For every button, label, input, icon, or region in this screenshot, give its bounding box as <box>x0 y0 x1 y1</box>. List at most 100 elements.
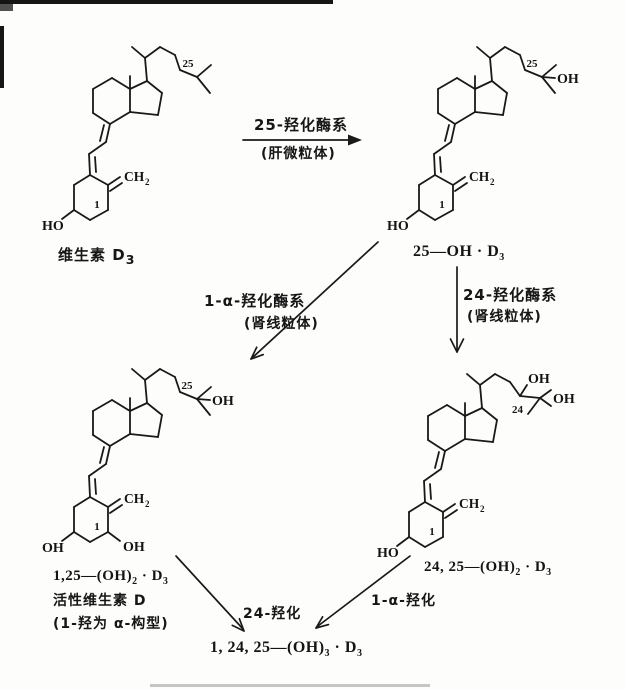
atom-label-chain_c25: 25 <box>527 58 539 70</box>
bond <box>423 468 442 482</box>
bond <box>456 77 476 90</box>
bond <box>408 501 426 513</box>
bond <box>541 64 557 78</box>
atom-label-methylene_sub: 2 <box>145 499 150 509</box>
atom-label-hydroxyl_left: OH <box>42 541 64 556</box>
bond <box>111 399 131 412</box>
label-step3-left: 24-羟化 <box>243 606 302 622</box>
bond <box>479 384 483 409</box>
bond <box>92 112 111 125</box>
bond <box>539 397 552 407</box>
bond <box>504 46 521 56</box>
bond <box>444 509 458 519</box>
label-step1-site: (肝微粒体) <box>261 146 336 162</box>
bond <box>146 402 163 416</box>
bond <box>92 77 113 90</box>
label-step2-right-site: (肾线粒体) <box>467 309 542 325</box>
bond <box>492 419 498 443</box>
bond <box>479 373 496 386</box>
bond <box>159 46 176 56</box>
bond <box>94 156 97 173</box>
atom-label-methylene: CH <box>124 491 145 506</box>
bond <box>146 80 163 94</box>
atom-label-methylene: CH <box>459 496 480 511</box>
caption-alpha-configuration: (1-羟为 α-构型) <box>53 616 169 632</box>
bond <box>491 80 508 94</box>
bond <box>88 153 91 176</box>
bond <box>144 379 148 404</box>
bond <box>444 438 466 452</box>
arrow-step3-right-converge <box>315 555 411 629</box>
bond <box>437 77 458 90</box>
bond <box>88 475 91 498</box>
bond <box>174 376 181 393</box>
bond <box>196 76 211 94</box>
label-step3-right: 1-α-羟化 <box>371 593 436 609</box>
bond <box>433 153 436 176</box>
bond <box>434 209 454 221</box>
bond <box>129 402 148 412</box>
bond <box>92 434 111 447</box>
caption-vitamin-d3: 维生素 D3 <box>58 246 136 267</box>
bond <box>159 368 176 378</box>
bond <box>92 399 113 412</box>
label-step2-left-site: (肾线粒体) <box>244 316 319 332</box>
bond <box>196 64 212 78</box>
scan-edge-left <box>0 26 4 88</box>
atom-label-ring_c1: 1 <box>94 199 100 211</box>
bond <box>466 373 481 386</box>
bond <box>474 111 504 116</box>
bond <box>129 111 159 116</box>
bond <box>88 141 107 155</box>
bond <box>105 123 111 143</box>
bond <box>489 46 506 59</box>
bond <box>541 76 556 79</box>
bond <box>454 111 476 125</box>
bond <box>88 463 107 477</box>
bond <box>73 209 91 221</box>
bond <box>196 386 212 400</box>
bond <box>439 156 442 173</box>
bond <box>109 433 131 447</box>
bond <box>424 501 444 513</box>
bond <box>157 92 163 116</box>
bond <box>144 46 161 59</box>
bond <box>452 176 466 186</box>
caption-24-25-oh2-d3: 24, 25—(OH)2 · D3 <box>424 559 552 578</box>
bond <box>446 404 466 417</box>
bond <box>144 368 161 381</box>
atom-label-methylene_sub: 2 <box>145 177 150 187</box>
bond <box>539 389 552 399</box>
bond <box>524 69 543 78</box>
atom-label-ring_c1: 1 <box>429 526 435 538</box>
bond <box>519 395 541 399</box>
bond <box>519 384 528 397</box>
bond <box>433 141 452 155</box>
bond <box>144 57 148 82</box>
bond <box>427 404 448 417</box>
bond <box>61 209 75 220</box>
label-step1-enzyme: 25-羟化酶系 <box>253 116 349 134</box>
bond <box>406 209 420 220</box>
bond <box>527 397 541 415</box>
arrow-step1-horizontal <box>242 134 362 146</box>
atom-label-hydroxyl_right: OH <box>123 540 145 555</box>
bond <box>73 174 91 186</box>
bond <box>476 46 491 59</box>
bond <box>89 174 109 186</box>
bond <box>464 438 494 443</box>
bond <box>474 80 493 90</box>
bond <box>129 433 159 438</box>
atom-label-c24_oh: OH <box>528 372 550 387</box>
bond <box>131 368 146 381</box>
bond <box>541 76 556 94</box>
atom-label-methylene_sub: 2 <box>480 504 485 514</box>
bond <box>408 536 426 548</box>
arrow-step2-right-vertical <box>449 266 465 353</box>
bond <box>442 503 456 513</box>
bond <box>494 373 511 383</box>
scan-edge-corner <box>0 0 13 11</box>
